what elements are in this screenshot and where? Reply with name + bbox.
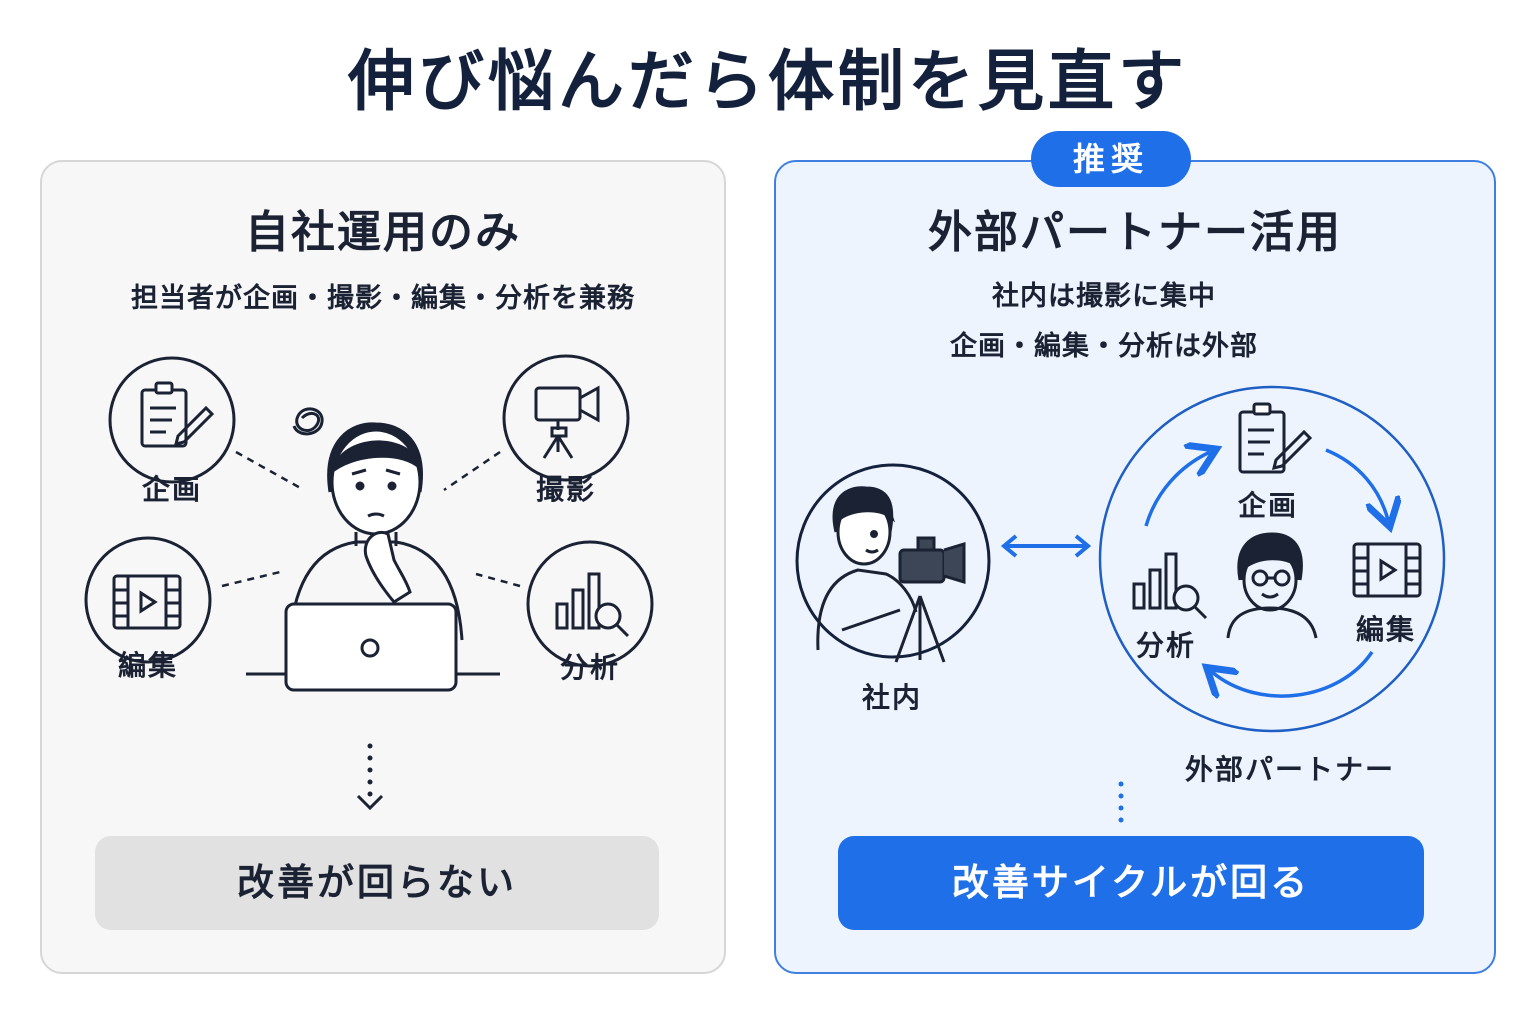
result-improvement-cycle: 改善サイクルが回る: [838, 836, 1424, 930]
label-inhouse: 社内: [861, 681, 922, 714]
left-connectors: [221, 450, 521, 588]
partner-circle: [1098, 385, 1446, 733]
confusion-icon: [292, 407, 324, 436]
partner-edit-icon: [1352, 542, 1422, 598]
cycle-arrows: [1144, 450, 1388, 696]
analytics-icon: [526, 540, 654, 668]
left-heading: 自社運用のみ: [245, 207, 521, 258]
exchange-arrow-icon: [1000, 534, 1092, 558]
page-title: 伸び悩んだら体制を見直す: [348, 43, 1188, 120]
label-partner-analyze: 分析: [1135, 629, 1196, 662]
recommended-badge: 推奨: [1031, 131, 1191, 187]
label-edit: 編集: [117, 649, 178, 682]
worried-person: [246, 422, 500, 692]
down-arrow-icon: [356, 743, 384, 811]
label-shoot: 撮影: [535, 473, 596, 506]
partner-analytics-icon: [1132, 552, 1208, 620]
dotted-connector: [1118, 781, 1124, 823]
left-subtitle: 担当者が企画・撮影・編集・分析を兼務: [131, 283, 635, 314]
label-plan: 企画: [141, 473, 202, 506]
plan-icon: [108, 356, 236, 484]
video-edit-icon: [84, 536, 212, 664]
result-no-improvement: 改善が回らない: [95, 836, 659, 930]
label-partner-edit: 編集: [1355, 613, 1416, 646]
right-heading: 外部パートナー活用: [928, 207, 1342, 258]
inhouse-camera-person: [795, 463, 991, 663]
label-analyze: 分析: [559, 651, 620, 684]
partner-plan-icon: [1238, 402, 1313, 474]
right-subtitle-line2: 企画・編集・分析は外部: [950, 331, 1258, 362]
camera-icon: [502, 354, 630, 482]
partner-person: [1226, 532, 1318, 639]
label-external-partner: 外部パートナー: [1184, 753, 1395, 786]
right-subtitle-line1: 社内は撮影に集中: [992, 281, 1216, 312]
label-partner-plan: 企画: [1237, 489, 1298, 522]
